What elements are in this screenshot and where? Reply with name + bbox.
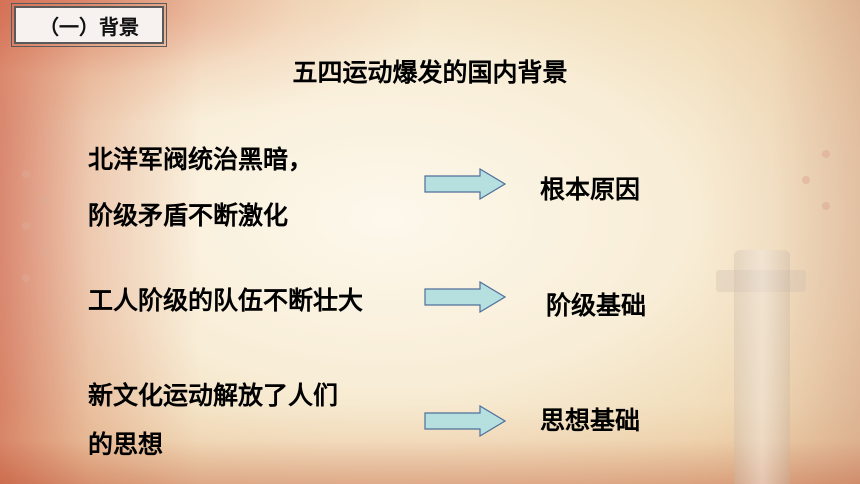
right-arrow-icon xyxy=(424,405,506,437)
door-stud xyxy=(822,150,830,158)
right-arrow-icon xyxy=(424,281,506,313)
result-label: 阶级基础 xyxy=(546,291,647,320)
pillar-decoration xyxy=(734,250,790,484)
door-stud xyxy=(22,170,30,178)
arrow-shape xyxy=(424,405,506,437)
door-stud xyxy=(822,202,830,210)
door-stud xyxy=(22,274,30,282)
section-tag: （一）背景 xyxy=(11,3,167,47)
cause-text-line: 新文化运动解放了人们 xyxy=(88,381,339,410)
cause-text-line: 北洋军阀统治黑暗， xyxy=(88,145,314,174)
cause-text-line: 工人阶级的队伍不断壮大 xyxy=(88,286,364,315)
result-label: 思想基础 xyxy=(540,406,641,435)
door-stud xyxy=(40,248,48,256)
slide-title: 五四运动爆发的国内背景 xyxy=(292,58,568,87)
door-stud xyxy=(40,196,48,204)
result-label: 根本原因 xyxy=(540,175,641,204)
cause-text-line: 阶级矛盾不断激化 xyxy=(88,201,289,230)
door-stud xyxy=(802,176,810,184)
arrow-shape xyxy=(424,168,506,200)
arrow-shape xyxy=(424,281,506,313)
door-stud xyxy=(22,222,30,230)
right-arrow-icon xyxy=(424,168,506,200)
background-red-glow-left xyxy=(0,0,200,484)
cause-text-line: 的思想 xyxy=(88,430,164,459)
